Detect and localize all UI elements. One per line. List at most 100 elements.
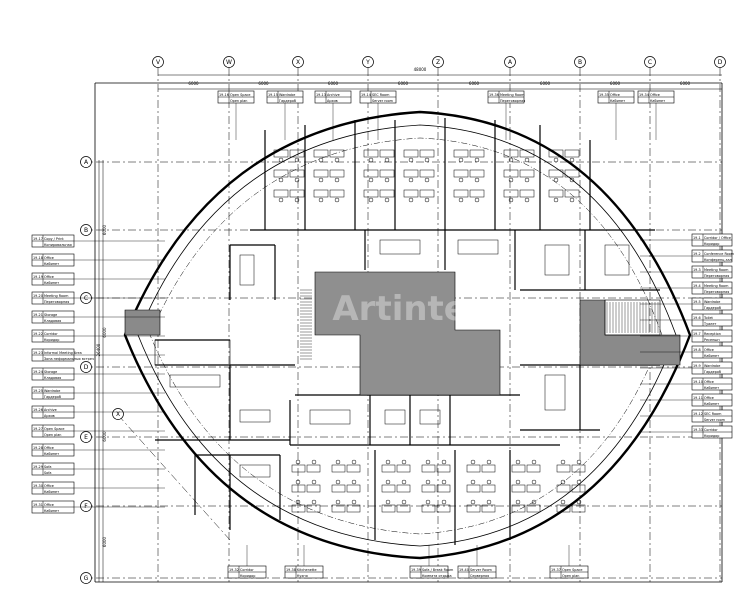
chair bbox=[368, 177, 374, 183]
desk bbox=[503, 189, 519, 198]
chair bbox=[474, 157, 480, 163]
desk bbox=[363, 189, 379, 198]
room-tag-sub: Комната отдыха bbox=[422, 574, 452, 578]
chair bbox=[441, 499, 447, 505]
room-tag-name: Wardrobe bbox=[704, 300, 720, 304]
grid-bubble-col: C bbox=[644, 56, 656, 68]
stair-lines bbox=[300, 289, 659, 360]
desk bbox=[469, 149, 485, 158]
chair bbox=[524, 197, 530, 203]
chair bbox=[524, 157, 530, 163]
dimension-segment: 6000 bbox=[680, 81, 691, 86]
room-tag-sub: Open plan bbox=[230, 99, 247, 103]
grid-bubble-label: E bbox=[84, 434, 88, 441]
chair bbox=[384, 177, 390, 183]
desk bbox=[363, 169, 379, 178]
room-tag-sub: Переговорная bbox=[704, 274, 729, 278]
chair bbox=[318, 197, 324, 203]
grid-bubble-row: E bbox=[80, 431, 92, 443]
grid-bubble-label: F bbox=[84, 503, 88, 510]
chair bbox=[335, 479, 341, 485]
dimension-segment: 6000 bbox=[610, 81, 621, 86]
room-tag-code: 19-23 bbox=[33, 351, 43, 355]
grid-bubble-label: D bbox=[84, 364, 89, 371]
room-tag-code: 19-35 bbox=[599, 93, 609, 97]
room-tag-code: 19-9 bbox=[693, 364, 701, 368]
chair bbox=[576, 479, 582, 485]
room-tag-sub: Конференц-зал bbox=[704, 258, 732, 262]
chair bbox=[486, 479, 492, 485]
chair bbox=[508, 157, 514, 163]
room-tag-code: 19-10 bbox=[693, 380, 703, 384]
room-tag-code: 19-27 bbox=[33, 427, 43, 431]
room-tag-sub: Open plan bbox=[44, 433, 61, 437]
chair bbox=[560, 459, 566, 465]
grid-bubble-col: D bbox=[714, 56, 726, 68]
grid-bubble-label: W bbox=[226, 59, 232, 66]
dimension-segment: 6000 bbox=[398, 81, 409, 86]
desk bbox=[481, 504, 496, 513]
desk bbox=[436, 504, 451, 513]
desk bbox=[453, 169, 469, 178]
room-tag-name: Office bbox=[44, 256, 54, 260]
room-tag-name: Kitchenette bbox=[297, 568, 317, 572]
grid-bubble-label: V bbox=[156, 59, 161, 66]
room-tag-code: 19-16 bbox=[219, 93, 229, 97]
desk bbox=[289, 149, 305, 158]
chair bbox=[515, 499, 521, 505]
overall-dimension: 48000 bbox=[414, 67, 427, 72]
chair bbox=[441, 459, 447, 465]
desk bbox=[466, 464, 481, 473]
desk bbox=[313, 169, 329, 178]
chair bbox=[408, 157, 414, 163]
workstations bbox=[169, 149, 630, 513]
room-tag-sub: Коридор bbox=[704, 242, 719, 246]
room-tag-name: Office bbox=[704, 348, 714, 352]
room-tag-name: Corridor bbox=[704, 428, 718, 432]
room-tag-sub: Зона неформальных встреч bbox=[44, 357, 94, 361]
desk bbox=[379, 169, 395, 178]
grid-bubble-col: Z bbox=[432, 56, 444, 68]
chair bbox=[278, 157, 284, 163]
grid-bubble-label: B bbox=[84, 227, 88, 234]
desk bbox=[379, 189, 395, 198]
grid-bubble-label: G bbox=[84, 575, 89, 582]
room-tag-name: Server Room bbox=[470, 568, 493, 572]
leader-lines bbox=[74, 103, 692, 566]
dimension-segment: 6000 bbox=[102, 431, 107, 442]
room-tag-code: 19-17 bbox=[33, 237, 43, 241]
chair bbox=[560, 499, 566, 505]
chair bbox=[524, 177, 530, 183]
desk bbox=[381, 484, 396, 493]
room-tag-sub: Копировальная bbox=[44, 243, 72, 247]
chair bbox=[295, 499, 301, 505]
room-tag-code: 19-26 bbox=[33, 408, 43, 412]
grid-bubble-row: G bbox=[80, 572, 92, 584]
chair bbox=[531, 479, 537, 485]
dimension-segment: 6000 bbox=[258, 81, 269, 86]
room-tag-sub: Server room bbox=[704, 418, 726, 422]
desk bbox=[403, 149, 419, 158]
desk bbox=[421, 504, 436, 513]
chair bbox=[311, 479, 317, 485]
chair bbox=[425, 479, 431, 485]
desk bbox=[421, 464, 436, 473]
vertical-overall-dimension: 26400 bbox=[96, 343, 101, 356]
room-tag-code: 19-3 bbox=[693, 268, 701, 272]
chair bbox=[295, 459, 301, 465]
room-tag-sub: Серверная bbox=[470, 574, 489, 578]
desk bbox=[548, 169, 564, 178]
desk bbox=[331, 464, 346, 473]
desk bbox=[544, 244, 570, 276]
room-tag-name: SEC Room bbox=[704, 412, 722, 416]
